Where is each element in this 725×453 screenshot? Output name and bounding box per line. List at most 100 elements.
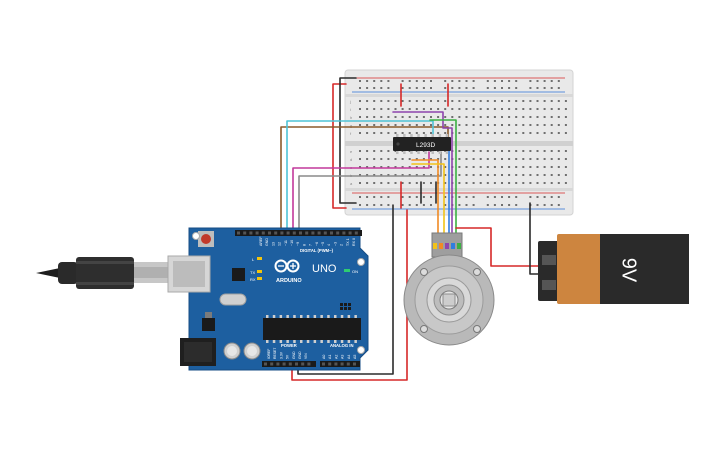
breadboard-hole[interactable]	[493, 166, 496, 168]
rail-hole[interactable]	[458, 80, 461, 82]
breadboard-hole[interactable]	[408, 124, 411, 126]
breadboard-hole[interactable]	[387, 158, 390, 160]
breadboard-hole[interactable]	[508, 182, 511, 184]
rail-hole[interactable]	[543, 196, 546, 198]
breadboard-hole[interactable]	[408, 166, 411, 168]
breadboard-hole[interactable]	[444, 108, 447, 110]
rail-hole[interactable]	[380, 196, 383, 198]
breadboard-hole[interactable]	[508, 116, 511, 118]
breadboard-hole[interactable]	[366, 116, 369, 118]
breadboard-hole[interactable]	[408, 100, 411, 102]
breadboard-hole[interactable]	[529, 150, 532, 152]
breadboard-hole[interactable]	[515, 174, 518, 176]
breadboard-hole[interactable]	[508, 174, 511, 176]
breadboard-hole[interactable]	[422, 158, 425, 160]
breadboard-hole[interactable]	[543, 116, 546, 118]
breadboard-hole[interactable]	[501, 116, 503, 118]
breadboard-hole[interactable]	[501, 174, 503, 176]
breadboard-hole[interactable]	[387, 132, 390, 134]
rail-hole[interactable]	[373, 80, 376, 82]
breadboard-hole[interactable]	[444, 166, 447, 168]
breadboard-hole[interactable]	[543, 182, 546, 184]
breadboard-hole[interactable]	[359, 100, 361, 102]
rail-hole[interactable]	[430, 80, 432, 82]
rail-hole[interactable]	[550, 196, 553, 198]
breadboard-hole[interactable]	[394, 182, 397, 184]
breadboard-hole[interactable]	[522, 158, 525, 160]
breadboard-hole[interactable]	[422, 174, 425, 176]
breadboard-hole[interactable]	[515, 108, 518, 110]
breadboard-hole[interactable]	[408, 116, 411, 118]
breadboard-hole[interactable]	[387, 100, 390, 102]
breadboard-hole[interactable]	[430, 158, 432, 160]
breadboard-hole[interactable]	[444, 182, 447, 184]
breadboard-hole[interactable]	[557, 116, 560, 118]
breadboard-hole[interactable]	[422, 124, 425, 126]
breadboard-hole[interactable]	[401, 124, 404, 126]
breadboard-hole[interactable]	[387, 124, 390, 126]
breadboard-hole[interactable]	[515, 116, 518, 118]
rail-hole[interactable]	[543, 80, 546, 82]
rail-hole[interactable]	[529, 196, 532, 198]
breadboard-hole[interactable]	[529, 116, 532, 118]
rail-hole[interactable]	[408, 87, 411, 89]
breadboard-hole[interactable]	[458, 174, 461, 176]
rail-hole[interactable]	[444, 204, 447, 206]
breadboard-hole[interactable]	[501, 158, 503, 160]
wire-green[interactable]	[429, 119, 457, 239]
breadboard-hole[interactable]	[422, 132, 425, 134]
breadboard-hole[interactable]	[408, 132, 411, 134]
rail-hole[interactable]	[387, 80, 390, 82]
breadboard-hole[interactable]	[451, 124, 454, 126]
breadboard-hole[interactable]	[422, 182, 425, 184]
breadboard-hole[interactable]	[373, 166, 376, 168]
breadboard-hole[interactable]	[536, 108, 539, 110]
breadboard-hole[interactable]	[564, 158, 567, 160]
rail-hole[interactable]	[380, 80, 383, 82]
breadboard-hole[interactable]	[479, 124, 482, 126]
breadboard-hole[interactable]	[373, 116, 376, 118]
breadboard-hole[interactable]	[458, 150, 461, 152]
rail-hole[interactable]	[486, 80, 489, 82]
rail-hole[interactable]	[557, 196, 560, 198]
breadboard-hole[interactable]	[486, 108, 489, 110]
breadboard-hole[interactable]	[401, 174, 404, 176]
breadboard-hole[interactable]	[493, 174, 496, 176]
breadboard-hole[interactable]	[536, 150, 539, 152]
breadboard-hole[interactable]	[472, 116, 475, 118]
breadboard-hole[interactable]	[373, 108, 376, 110]
rail-hole[interactable]	[366, 196, 369, 198]
breadboard-hole[interactable]	[479, 116, 482, 118]
breadboard-hole[interactable]	[373, 150, 376, 152]
breadboard-hole[interactable]	[415, 124, 418, 126]
breadboard-hole[interactable]	[366, 150, 369, 152]
breadboard-hole[interactable]	[359, 132, 361, 134]
breadboard-hole[interactable]	[458, 166, 461, 168]
breadboard-hole[interactable]	[543, 150, 546, 152]
breadboard-hole[interactable]	[444, 174, 447, 176]
breadboard-hole[interactable]	[515, 100, 518, 102]
breadboard-hole[interactable]	[430, 100, 432, 102]
breadboard-hole[interactable]	[401, 132, 404, 134]
breadboard-hole[interactable]	[415, 100, 418, 102]
breadboard-hole[interactable]	[564, 150, 567, 152]
rail-hole[interactable]	[508, 80, 511, 82]
breadboard-hole[interactable]	[415, 174, 418, 176]
breadboard-hole[interactable]	[550, 150, 553, 152]
breadboard-hole[interactable]	[557, 132, 560, 134]
breadboard-hole[interactable]	[373, 182, 376, 184]
breadboard-hole[interactable]	[373, 100, 376, 102]
rail-hole[interactable]	[387, 204, 390, 206]
rail-hole[interactable]	[415, 87, 418, 89]
breadboard-hole[interactable]	[493, 124, 496, 126]
breadboard-hole[interactable]	[486, 158, 489, 160]
breadboard-hole[interactable]	[501, 132, 503, 134]
breadboard-hole[interactable]	[543, 100, 546, 102]
rail-hole[interactable]	[493, 196, 496, 198]
breadboard-hole[interactable]	[550, 108, 553, 110]
rail-hole[interactable]	[486, 204, 489, 206]
breadboard-hole[interactable]	[557, 100, 560, 102]
rail-hole[interactable]	[444, 196, 447, 198]
breadboard-hole[interactable]	[394, 100, 397, 102]
rail-hole[interactable]	[508, 87, 511, 89]
